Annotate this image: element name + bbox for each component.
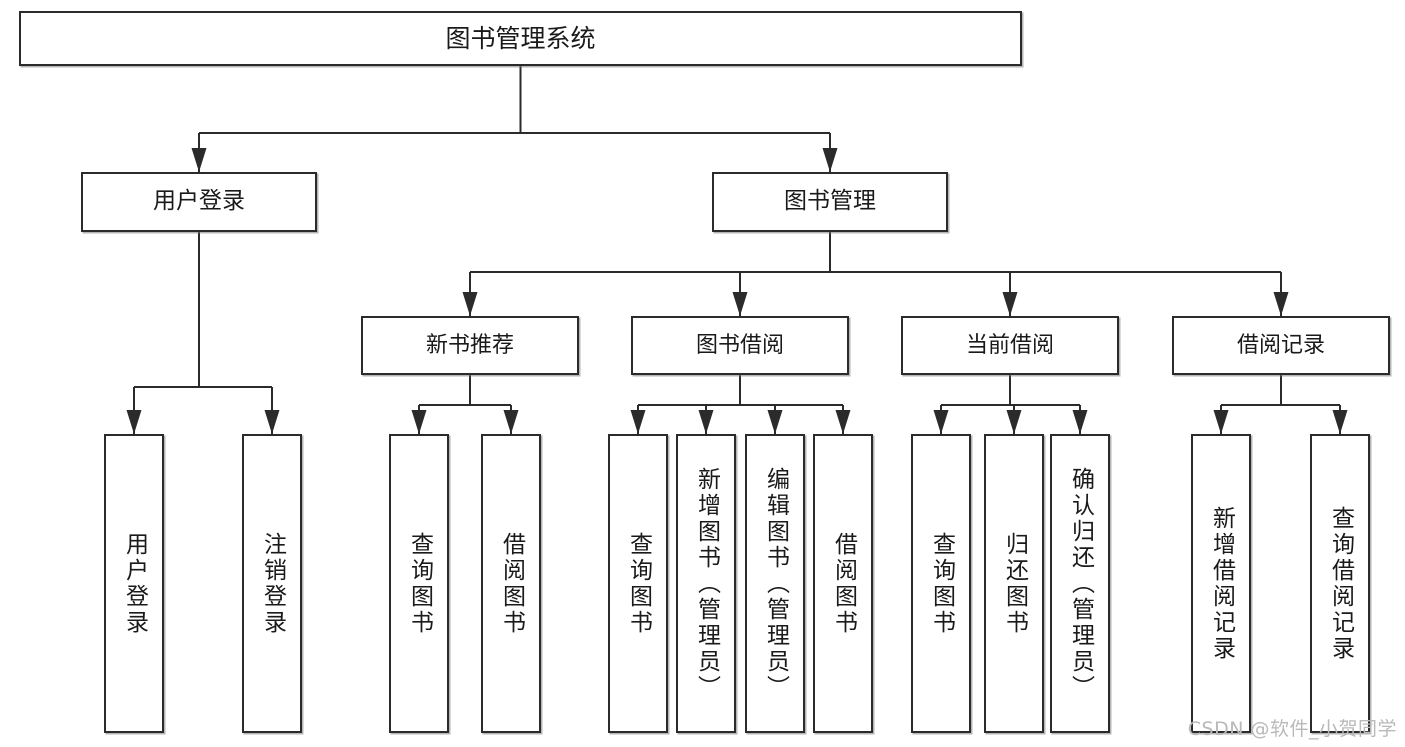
node-leaf-borrow-edit[interactable]: 编辑图书（管理员） — [745, 434, 805, 733]
node-book-borrow-label: 图书借阅 — [695, 332, 784, 358]
node-book-borrow[interactable]: 图书借阅 — [631, 316, 849, 375]
node-leaf-loan-confirm[interactable]: 确认归还（管理员） — [1050, 434, 1110, 733]
node-leaf-rec-add-label: 新增借阅记录 — [1208, 505, 1235, 662]
node-leaf-user-login[interactable]: 用户登录 — [104, 434, 164, 733]
node-book-manage-label: 图书管理 — [784, 188, 876, 215]
node-leaf-user-login-label: 用户登录 — [121, 531, 148, 636]
node-root[interactable]: 图书管理系统 — [19, 11, 1022, 66]
node-leaf-borrow-query[interactable]: 查询图书 — [608, 434, 668, 733]
node-user-login[interactable]: 用户登录 — [81, 172, 317, 232]
node-leaf-loan-return[interactable]: 归还图书 — [984, 434, 1044, 733]
node-current-loan[interactable]: 当前借阅 — [901, 316, 1119, 375]
node-root-label: 图书管理系统 — [445, 23, 596, 53]
node-loan-record-label: 借阅记录 — [1236, 332, 1325, 358]
node-leaf-borrow-borrow[interactable]: 借阅图书 — [813, 434, 873, 733]
node-leaf-borrow-query-label: 查询图书 — [625, 531, 652, 636]
node-leaf-borrow-edit-label: 编辑图书（管理员） — [762, 466, 789, 701]
node-user-login-label: 用户登录 — [153, 188, 245, 215]
node-leaf-borrow-add-label: 新增图书（管理员） — [693, 466, 720, 701]
node-book-manage[interactable]: 图书管理 — [712, 172, 948, 232]
node-new-book-rec-label: 新书推荐 — [425, 332, 514, 358]
node-leaf-rec-query-rec[interactable]: 查询借阅记录 — [1310, 434, 1370, 733]
node-leaf-rec-query[interactable]: 查询图书 — [389, 434, 449, 733]
node-leaf-loan-query[interactable]: 查询图书 — [911, 434, 971, 733]
node-leaf-borrow-add[interactable]: 新增图书（管理员） — [676, 434, 736, 733]
node-leaf-loan-return-label: 归还图书 — [1001, 531, 1028, 636]
watermark-text: CSDN @软件_小贺同学 — [1187, 718, 1397, 740]
node-loan-record[interactable]: 借阅记录 — [1172, 316, 1390, 375]
node-leaf-user-logout-label: 注销登录 — [259, 531, 286, 636]
node-leaf-rec-query-label: 查询图书 — [406, 531, 433, 636]
node-leaf-rec-borrow-label: 借阅图书 — [498, 531, 525, 636]
node-leaf-rec-borrow[interactable]: 借阅图书 — [481, 434, 541, 733]
node-leaf-loan-confirm-label: 确认归还（管理员） — [1067, 466, 1094, 701]
node-leaf-borrow-borrow-label: 借阅图书 — [830, 531, 857, 636]
node-leaf-user-logout[interactable]: 注销登录 — [242, 434, 302, 733]
node-current-loan-label: 当前借阅 — [965, 332, 1054, 358]
node-leaf-rec-query-rec-label: 查询借阅记录 — [1327, 505, 1354, 662]
node-leaf-loan-query-label: 查询图书 — [928, 531, 955, 636]
node-new-book-rec[interactable]: 新书推荐 — [361, 316, 579, 375]
node-leaf-rec-add[interactable]: 新增借阅记录 — [1191, 434, 1251, 733]
